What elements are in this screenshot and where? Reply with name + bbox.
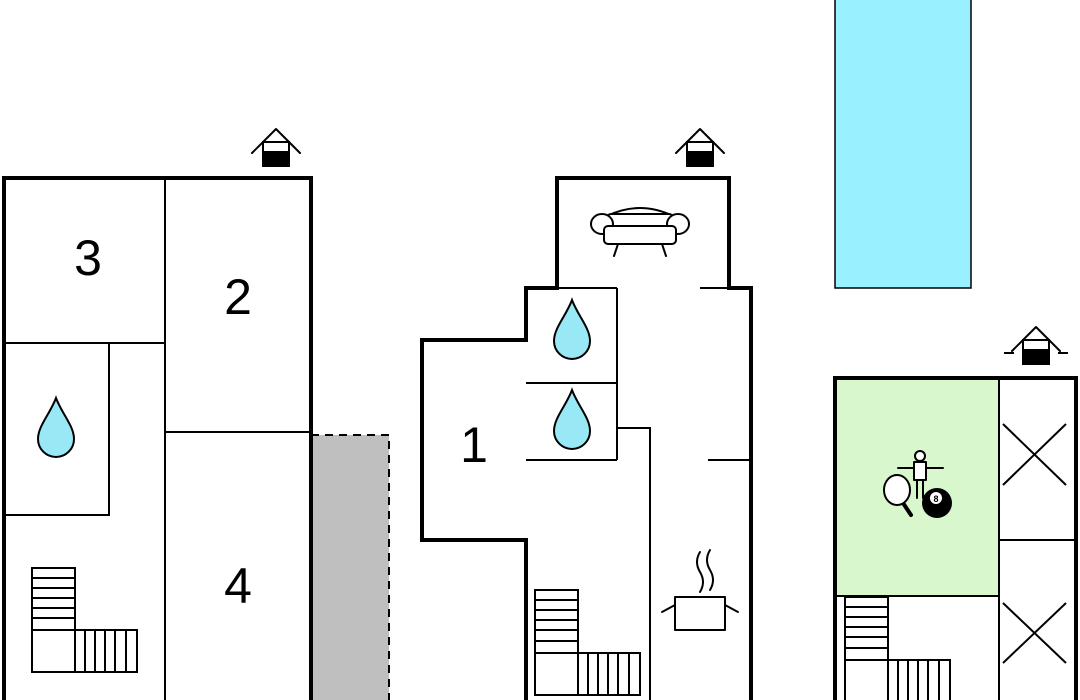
staircase-icon: [534, 589, 641, 696]
staircase-icon: [844, 596, 951, 700]
pool-area: [834, 0, 972, 289]
billiard-ball-number: 8: [933, 494, 938, 504]
water-drop-icon: [36, 395, 76, 458]
building-middle: 1: [420, 128, 753, 700]
void-cross-icon: [1002, 602, 1067, 664]
billiard-ball-icon: 8: [922, 488, 952, 518]
room-number-3: 3: [74, 230, 102, 286]
room-number-4: 4: [224, 558, 252, 614]
entrance-icon: [675, 128, 725, 167]
terrace-area: [311, 435, 389, 700]
room-number-2: 2: [224, 269, 252, 325]
entrance-icon: [1004, 326, 1068, 365]
building-left: 3 2 4: [2, 128, 390, 700]
table-tennis-icon: [883, 474, 913, 517]
water-drop-icon: [552, 387, 592, 450]
outer-wall-right: [833, 376, 1078, 700]
wall-bathroom-left: [4, 343, 110, 516]
staircase-icon: [31, 567, 138, 673]
table-football-icon: [897, 450, 944, 499]
entrance-icon: [251, 128, 301, 167]
outer-wall-left: [2, 176, 313, 700]
sofa-icon: [590, 207, 690, 257]
cooking-pot-icon: [661, 549, 739, 631]
wall-kitchen-partition: [617, 427, 651, 700]
void-cross-icon: [1002, 423, 1067, 486]
water-drop-icon: [552, 297, 592, 360]
terrace-dashed-border: [311, 434, 390, 700]
room-number-1: 1: [460, 417, 488, 473]
building-right: 8: [833, 326, 1078, 700]
